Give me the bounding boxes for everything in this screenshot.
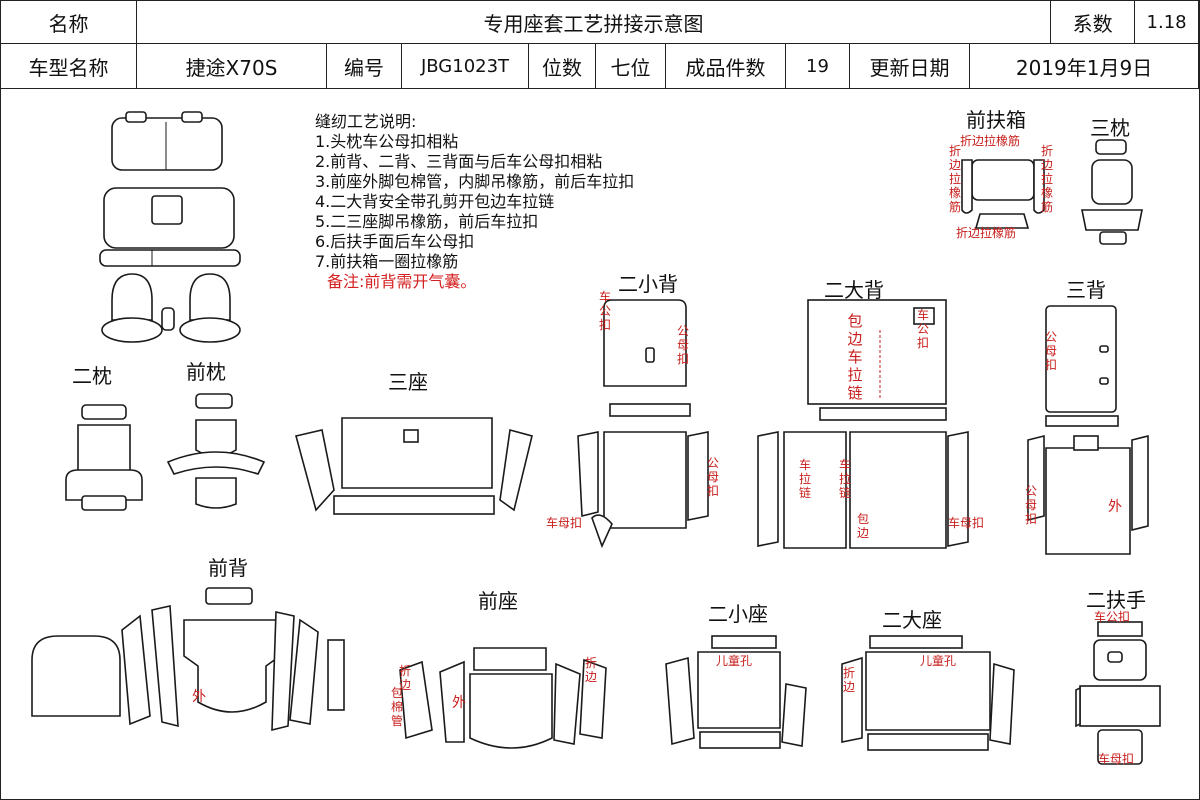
model-label: 车型名称 [0, 43, 137, 89]
note-edge-zipper: 包边车拉链 [847, 312, 863, 402]
note-male-button-armrest: 车公扣 [1094, 610, 1131, 624]
second-big-seat-pieces [841, 635, 1015, 751]
note-fold-edge-elastic-bottom: 折边拉橡筋 [956, 226, 1017, 240]
front-headrest-pieces [166, 393, 266, 509]
note-male-female-third-back: 公母扣 [1044, 330, 1057, 372]
label-front-console: 前扶箱 [966, 108, 1026, 132]
note-outer-front-back: 外 [192, 689, 206, 705]
label-front-back: 前背 [208, 556, 248, 580]
instruction-item: 5.二三座脚吊橡筋，前后车拉扣 [315, 212, 539, 231]
instructions-title: 缝纫工艺说明: [315, 112, 417, 131]
front-back-pieces [31, 587, 345, 732]
instruction-item: 6.后扶手面后车公母扣 [315, 232, 475, 251]
sewing-instructions: 缝纫工艺说明: 1.头枕车公母扣相粘 2.前背、二背、三背面与后车公母扣相粘 3… [315, 112, 634, 292]
note-fold-edge-front-seat-right: 折边 [584, 656, 597, 684]
model-value: 捷途X70S [136, 43, 327, 89]
second-big-back-pieces [757, 299, 969, 549]
pieces-label: 成品件数 [665, 43, 786, 89]
instruction-item: 7.前扶箱一圈拉橡筋 [315, 252, 459, 271]
label-third-seat: 三座 [388, 370, 428, 394]
note-female-button-small-back: 车母扣 [546, 516, 583, 530]
label-second-big-back: 二大背 [824, 278, 884, 302]
front-seat-pieces [399, 647, 607, 749]
note-fold-edge-big-seat: 折边 [842, 666, 855, 694]
label-second-big-seat: 二大座 [882, 608, 942, 632]
note-fold-edge-elastic-right: 折边拉橡筋 [1040, 144, 1053, 214]
note-child-hole-small: 儿童孔 [716, 654, 753, 668]
code-value: JBG1023T [401, 43, 529, 89]
instruction-item: 2.前背、二背、三背面与后车公母扣相粘 [315, 152, 603, 171]
label-second-small-seat: 二小座 [708, 602, 768, 626]
label-second-headrest: 二枕 [72, 364, 112, 388]
note-male-female-back: 车公扣 [598, 290, 611, 332]
note-male-female-third-back-side: 公母扣 [1024, 484, 1037, 526]
note-male-female-small-back: 公母扣 [676, 324, 689, 366]
seats-value: 七位 [595, 43, 666, 89]
second-headrest-pieces [65, 404, 143, 511]
note-male-female-big-back: 车公扣 [916, 308, 929, 350]
third-seat-pieces [295, 417, 533, 515]
third-back-pieces [1027, 305, 1149, 555]
note-child-hole-big: 儿童孔 [920, 654, 957, 668]
note-male-female-small-back-side: 公母扣 [706, 456, 719, 498]
pieces-value: 19 [785, 43, 850, 89]
page-title: 专用座套工艺拼接示意图 [135, 0, 1052, 44]
note-fold-edge-front-seat: 折边 [398, 664, 411, 692]
coef-label: 系数 [1050, 0, 1136, 44]
label-front-seat: 前座 [478, 589, 518, 613]
label-third-headrest: 三枕 [1090, 116, 1130, 140]
seat-overview-illustration [99, 111, 241, 343]
label-second-armrest: 二扶手 [1086, 588, 1146, 612]
second-small-back-pieces [577, 299, 709, 549]
code-label: 编号 [326, 43, 402, 89]
instruction-item: 4.二大背安全带孔剪开包边车拉链 [315, 192, 555, 211]
note-edge: 包边 [856, 512, 869, 540]
second-armrest-pieces [1075, 621, 1161, 765]
coef-value: 1.18 [1134, 0, 1200, 44]
label-third-back: 三背 [1066, 278, 1106, 302]
note-female-button-armrest: 车母扣 [1098, 752, 1135, 766]
label-front-headrest: 前枕 [186, 360, 226, 384]
note-outer-third-back: 外 [1108, 499, 1122, 515]
date-value: 2019年1月9日 [968, 43, 1200, 89]
third-headrest-pieces [1081, 139, 1143, 245]
note-female-button-big-back: 车母扣 [948, 516, 985, 530]
second-small-seat-pieces [665, 635, 807, 749]
date-label: 更新日期 [849, 43, 970, 89]
airbag-remark: 备注:前背需开气囊。 [327, 272, 477, 291]
note-outer-front-seat: 外 [452, 695, 466, 711]
instruction-item: 3.前座外脚包棉管，内脚吊橡筋，前后车拉扣 [315, 172, 635, 191]
note-fold-edge-elastic: 折边拉橡筋 [960, 134, 1021, 148]
header-table: 名称 专用座套工艺拼接示意图 系数 1.18 车型名称 捷途X70S 编号 JB… [0, 0, 1200, 89]
note-zipper-left: 车拉链 [798, 458, 811, 500]
note-cotton-tube: 包棉管 [390, 686, 403, 728]
note-fold-edge-elastic-left: 折边拉橡筋 [948, 144, 961, 214]
seats-label: 位数 [528, 43, 596, 89]
instruction-item: 1.头枕车公母扣相粘 [315, 132, 459, 151]
note-zipper-right: 车拉链 [838, 458, 851, 500]
front-console-pieces [961, 159, 1045, 229]
label-second-small-back: 二小背 [618, 272, 678, 296]
